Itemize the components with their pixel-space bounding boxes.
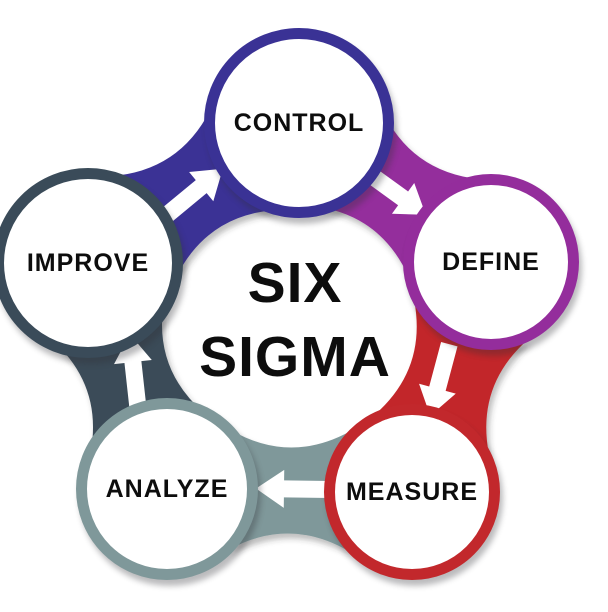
node-improve-label: IMPROVE — [26, 248, 150, 277]
node-define: DEFINE — [403, 174, 579, 350]
node-measure: MEASURE — [324, 404, 500, 580]
flow-arrow-analyze-improve — [114, 334, 152, 409]
node-define-label: DEFINE — [442, 247, 540, 276]
node-analyze-label: ANALYZE — [105, 474, 229, 503]
node-measure-label: MEASURE — [345, 477, 478, 506]
flow-arrow-measure-analyze — [256, 469, 331, 508]
node-analyze: ANALYZE — [76, 398, 258, 580]
connector-define-measure — [375, 300, 528, 454]
node-control-label: CONTROL — [233, 108, 365, 137]
node-control: CONTROL — [204, 28, 394, 218]
flow-arrow-improve-control — [160, 168, 223, 223]
node-improve: IMPROVE — [0, 168, 183, 358]
flow-arrow-define-measure — [419, 342, 458, 416]
